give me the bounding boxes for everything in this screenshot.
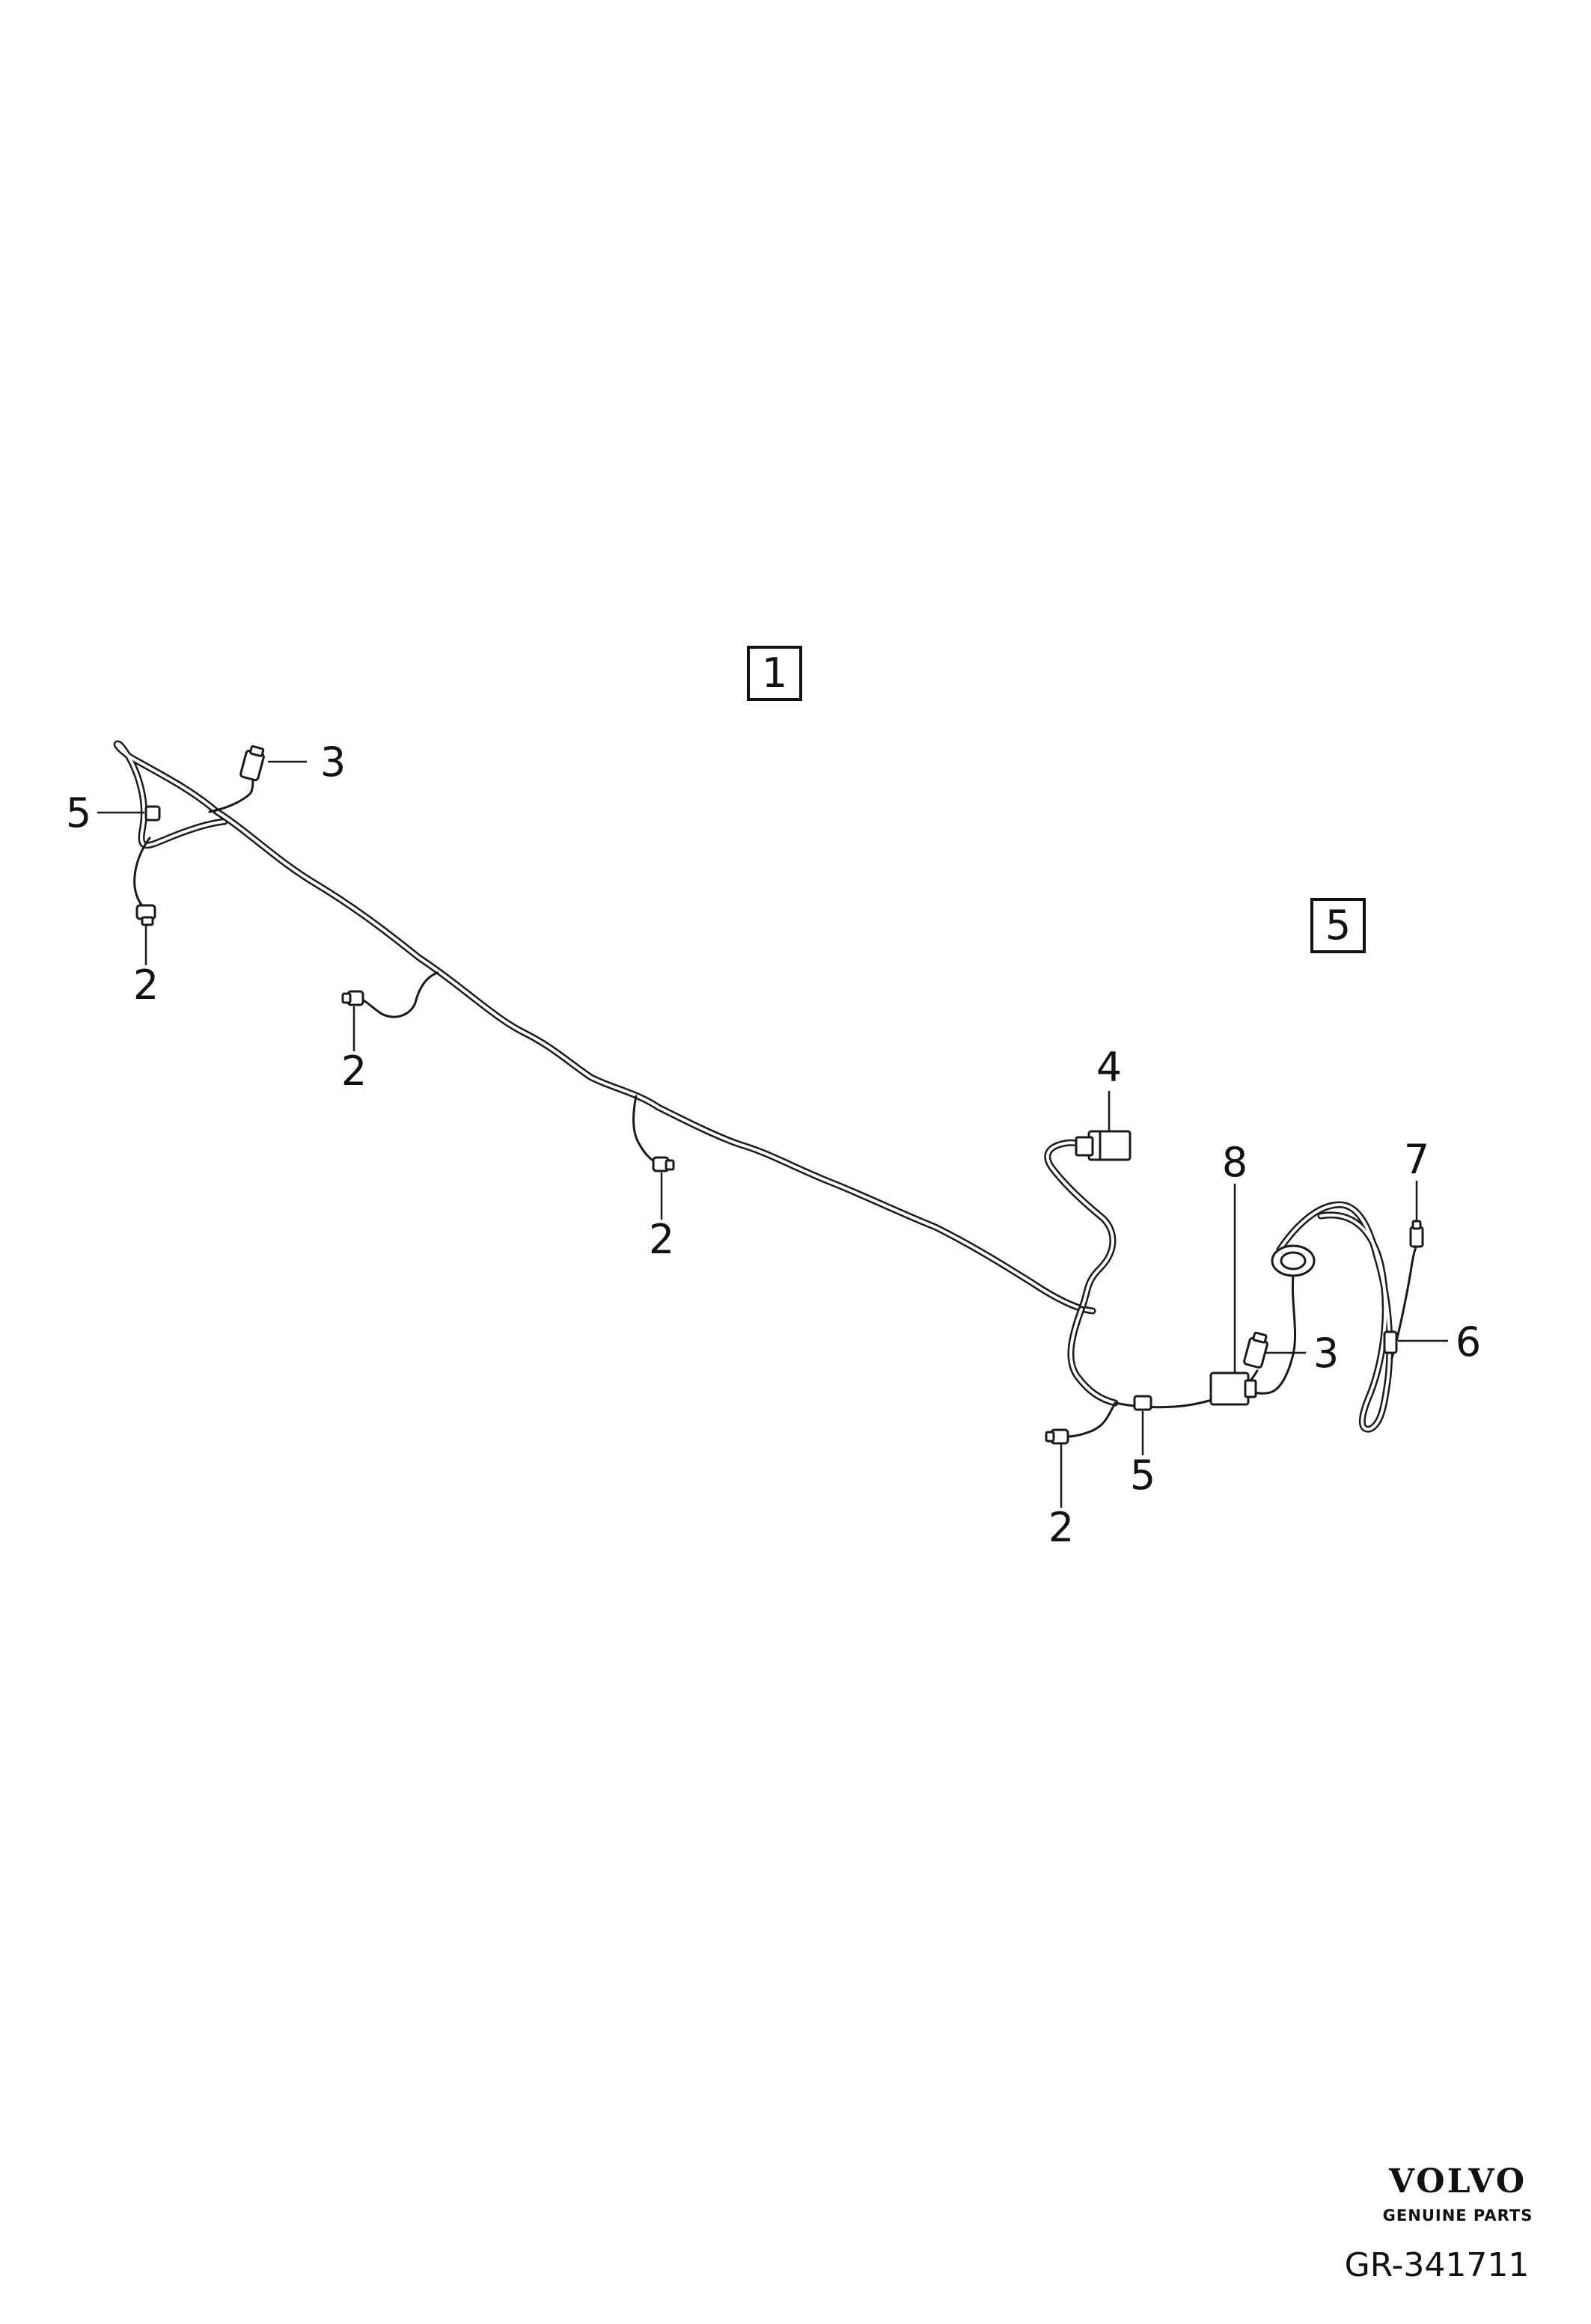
grommet — [1271, 1244, 1316, 1277]
sensor-left-inner — [341, 990, 364, 1006]
assembly-box-main — [747, 646, 802, 701]
connector-sub — [1409, 1220, 1424, 1248]
callout-labels: 1 5 2 2 2 2 3 3 4 5 5 6 7 8 — [66, 646, 1481, 1551]
callout-connector-left: 3 — [320, 739, 346, 786]
assembly-label-main: 1 — [762, 649, 787, 697]
clip-right — [1133, 1395, 1152, 1411]
sensor-left-outer — [135, 904, 156, 926]
sub-harness-to-connector-sub — [1390, 1241, 1420, 1360]
branch-to-main-connector — [1044, 1139, 1117, 1313]
branch-to-sensor-center — [632, 1095, 660, 1165]
callout-connector-right: 3 — [1313, 1330, 1339, 1377]
leader-lines — [97, 760, 1448, 1508]
clip-sub — [1383, 1330, 1398, 1354]
connector-right — [1243, 1331, 1268, 1369]
figure-id: GR-341711 — [1345, 2246, 1530, 2284]
callout-connector-sub: 7 — [1404, 1136, 1429, 1183]
assembly-box-sub — [1310, 898, 1366, 953]
grommet-connector — [1209, 1372, 1257, 1406]
callout-sensor-right: 2 — [1048, 1504, 1074, 1551]
brand-subtitle: GENUINE PARTS — [1383, 2207, 1533, 2224]
branch-to-sensor-right — [1065, 1401, 1117, 1438]
brand-logo: VOLVO — [1388, 2162, 1527, 2201]
branch-to-sensor-left-outer — [133, 837, 151, 911]
sub-harness — [1209, 1201, 1424, 1433]
main-harness — [113, 740, 1268, 1445]
connector-left — [239, 744, 265, 782]
sensor-center — [652, 1156, 675, 1172]
main-connector — [1075, 1130, 1132, 1161]
branch-to-sensor-left-inner — [359, 971, 439, 1018]
brand-footer: VOLVO GENUINE PARTS GR-341711 — [1345, 2162, 1533, 2284]
sensor-right — [1045, 1428, 1069, 1445]
sub-harness-to-grommet-connector — [1250, 1274, 1297, 1395]
clip-left — [144, 805, 161, 822]
assembly-label-sub: 5 — [1325, 902, 1351, 949]
callout-grommet: 8 — [1222, 1139, 1248, 1186]
callout-clip-right: 5 — [1130, 1452, 1155, 1499]
callout-clip-left: 5 — [66, 789, 91, 837]
sub-harness-loop — [1276, 1201, 1393, 1433]
callout-clip-sub: 6 — [1456, 1318, 1481, 1366]
callout-sensor-left-inner: 2 — [341, 1048, 367, 1095]
callout-sensor-center: 2 — [649, 1216, 674, 1263]
callout-sensor-left-outer: 2 — [133, 961, 159, 1009]
callout-main-connector: 4 — [1096, 1044, 1122, 1091]
